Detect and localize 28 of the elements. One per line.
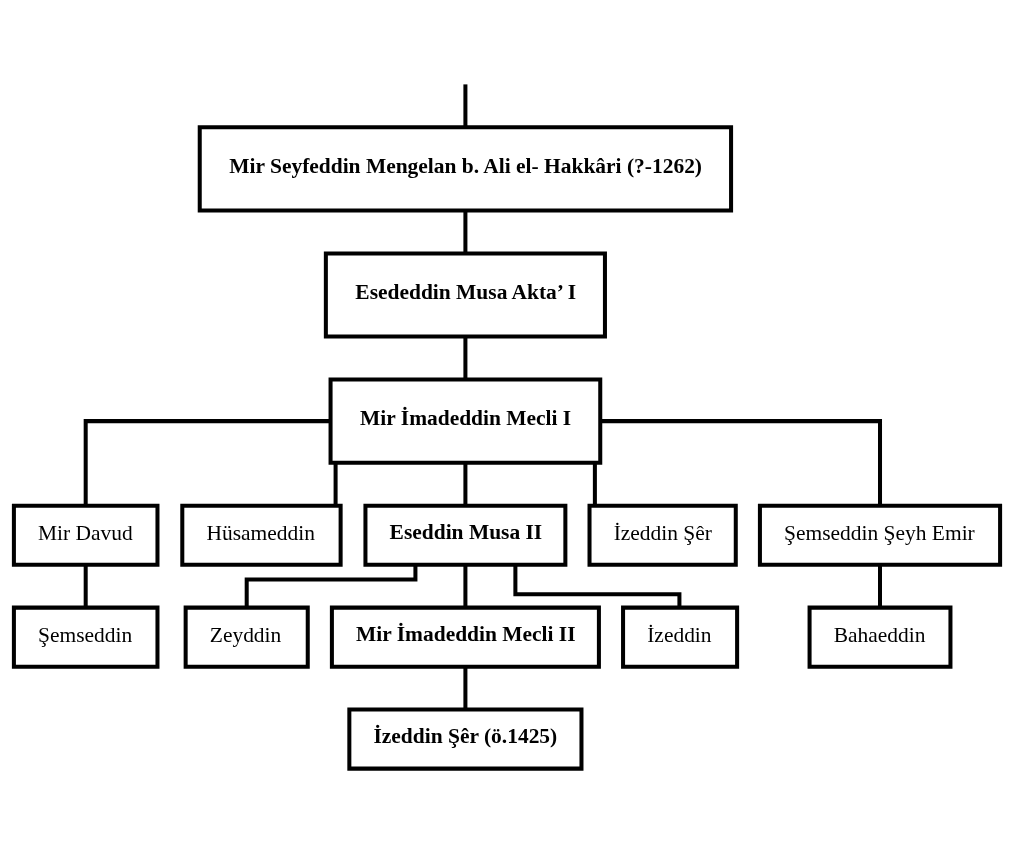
connector bbox=[244, 564, 418, 608]
connector bbox=[463, 462, 468, 506]
connector bbox=[513, 564, 682, 608]
node-box: Mir İmadeddin Mecli I bbox=[328, 377, 603, 465]
connector bbox=[600, 419, 883, 506]
node-box: Mir Davud bbox=[11, 503, 160, 567]
node-box: Mir Seyfeddin Mengelan b. Ali el- Hakkâri (?-1262) bbox=[197, 125, 734, 213]
node-box: Hüsameddin bbox=[180, 503, 343, 567]
node-box: İzeddin Şêr bbox=[587, 503, 738, 567]
node-box: Şemseddin bbox=[11, 605, 160, 669]
node-box: Zeyddin bbox=[183, 605, 310, 669]
node-box: Esededdin Musa Akta’ I bbox=[323, 251, 607, 339]
connector bbox=[463, 84, 468, 127]
node-box: İzeddin Şêr (ö.1425) bbox=[347, 707, 584, 771]
connector bbox=[592, 462, 597, 506]
node-box: Mir İmadeddin Mecli II bbox=[329, 605, 601, 669]
connector bbox=[463, 336, 468, 380]
connector bbox=[878, 565, 883, 608]
node-box: Şemseddin Şeyh Emir bbox=[757, 503, 1003, 567]
connector bbox=[333, 462, 338, 506]
node-box: Eseddin Musa II bbox=[363, 503, 568, 567]
connector bbox=[83, 419, 331, 506]
node-box: İzeddin bbox=[621, 605, 740, 669]
connector bbox=[463, 210, 468, 254]
node-box: Bahaeddin bbox=[807, 605, 953, 669]
connector bbox=[463, 565, 468, 608]
connector bbox=[83, 565, 88, 608]
connector bbox=[463, 667, 468, 710]
